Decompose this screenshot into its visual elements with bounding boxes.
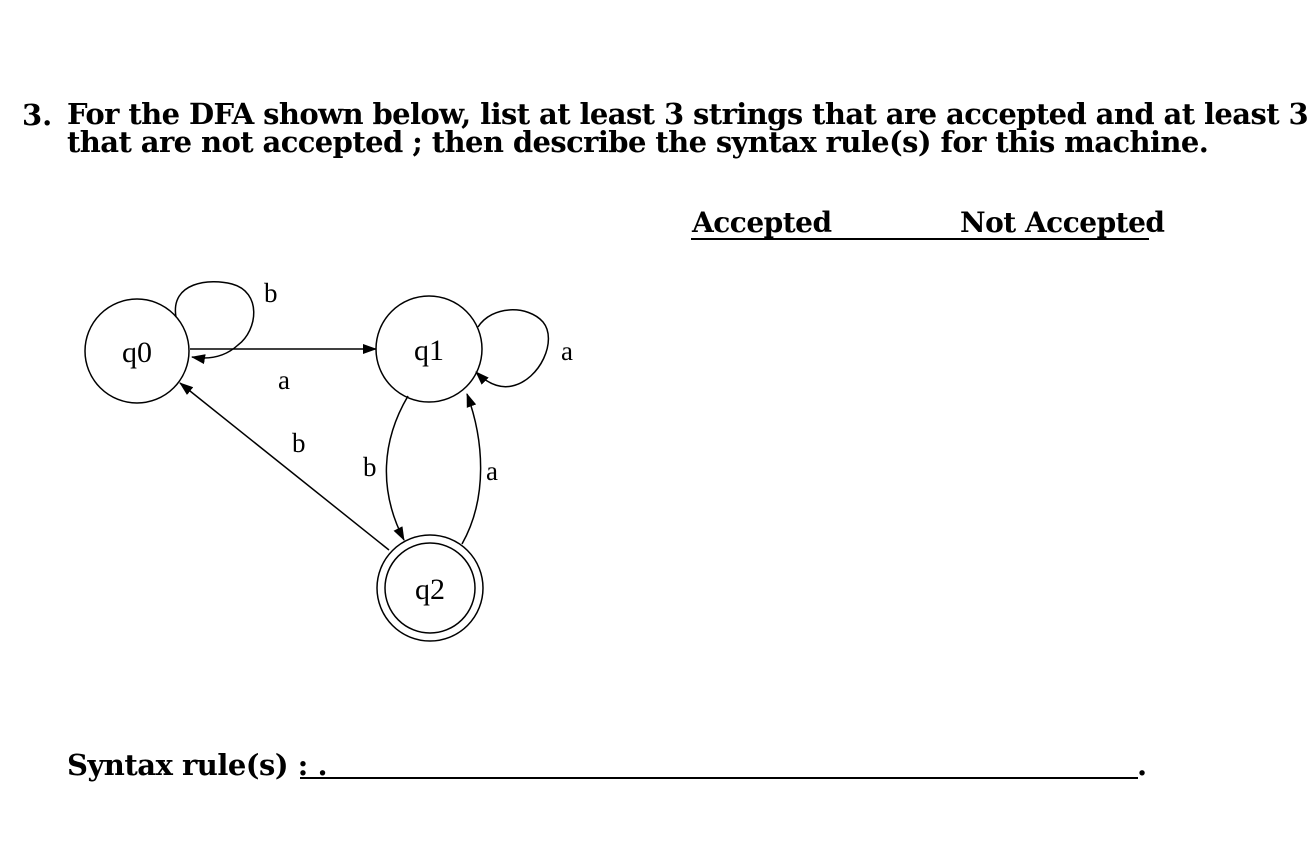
question-text: For the DFA shown below, list at least 3… xyxy=(67,97,1308,159)
transition-q2-q1-label: a xyxy=(486,456,498,486)
state-q1-label: q1 xyxy=(414,334,444,367)
state-q1: q1 xyxy=(375,295,483,403)
transition-q0-q1-label: a xyxy=(278,365,290,395)
transition-q0-q0-b xyxy=(174,281,255,365)
question-line-2: that are not accepted ; then describe th… xyxy=(67,125,1209,159)
column-header-underline xyxy=(691,238,1149,240)
state-q2: q2 xyxy=(376,534,484,642)
question-number: 3. xyxy=(22,98,53,132)
transition-q1-q1-a xyxy=(475,309,549,388)
syntax-rule-answer-line[interactable] xyxy=(300,777,1138,779)
syntax-rule-end-mark: . xyxy=(1137,748,1148,782)
syntax-rule-label: Syntax rule(s) : . xyxy=(67,748,328,782)
transition-q1-q1-label: a xyxy=(561,336,573,366)
transition-q1-q2-b xyxy=(385,395,409,541)
state-q0-label: q0 xyxy=(122,336,152,369)
state-q2-label: q2 xyxy=(415,573,445,606)
state-q0: q0 xyxy=(84,298,190,404)
accepted-column-header: Accepted xyxy=(692,206,832,239)
transition-q2-q1-a xyxy=(461,393,482,545)
question-line-1: For the DFA shown below, list at least 3… xyxy=(67,97,1308,131)
transition-q2-q0-label: b xyxy=(292,428,306,458)
transition-q0-q0-label: b xyxy=(264,278,278,308)
transition-q1-q2-label: b xyxy=(363,452,377,482)
accepting-state-ring xyxy=(384,542,476,634)
not-accepted-column-header: Not Accepted xyxy=(960,206,1165,239)
transition-q2-q0-b xyxy=(179,382,390,551)
